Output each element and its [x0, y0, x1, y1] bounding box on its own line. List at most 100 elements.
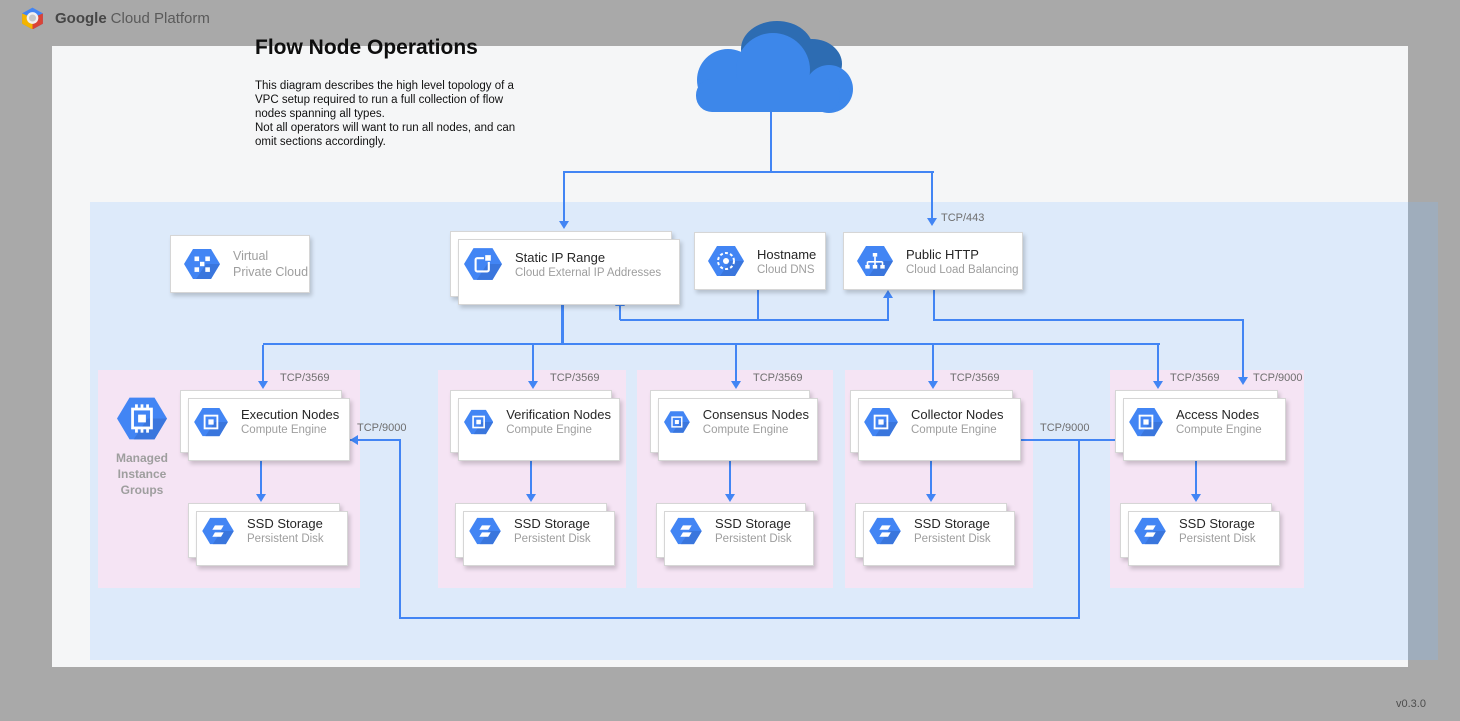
- static-ip-card[interactable]: Static IP Range Cloud External IP Addres…: [450, 231, 680, 305]
- arrowhead: [528, 381, 538, 389]
- arrowhead: [731, 381, 741, 389]
- page-title: Flow Node Operations: [255, 36, 478, 59]
- gcp-logo-icon: [22, 7, 43, 29]
- public-http-subtitle: Cloud Load Balancing: [906, 263, 1019, 276]
- collector-nodes-subtitle: Compute Engine: [911, 424, 997, 436]
- connector-cloud-stem: [770, 112, 772, 172]
- connector-dns-to-http: [887, 297, 889, 320]
- internet-cloud-icon: [696, 21, 853, 113]
- brand-text-rest: Cloud Platform: [110, 9, 210, 27]
- connector-drop-access: [1157, 345, 1159, 382]
- arrowhead: [725, 494, 735, 502]
- mig-label-line3: Groups: [120, 483, 164, 497]
- connector-access-to-collector: [1013, 439, 1115, 441]
- page-description: This diagram describes the high level to…: [255, 80, 516, 148]
- execution-nodes-card[interactable]: Execution Nodes Compute Engine: [180, 390, 350, 461]
- mig-label-line1: Managed: [115, 451, 168, 465]
- consensus-ssd-title: SSD Storage: [715, 516, 791, 531]
- consensus-nodes-subtitle: Compute Engine: [702, 424, 789, 436]
- arrowhead: [928, 381, 938, 389]
- persistent-disk-icon: [469, 517, 501, 544]
- connector-dns-down: [757, 290, 759, 320]
- consensus-ssd-card[interactable]: SSD Storage Persistent Disk: [656, 503, 814, 566]
- collector-nodes-title: Collector Nodes: [911, 407, 1004, 422]
- persistent-disk-icon: [202, 517, 234, 544]
- access-ssd-subtitle: Persistent Disk: [1179, 533, 1256, 545]
- connector-static-to-bus: [561, 297, 564, 345]
- access-ssd-title: SSD Storage: [1179, 516, 1255, 531]
- arrowhead: [1153, 381, 1163, 389]
- connector-consensus-ssd: [729, 453, 731, 495]
- connector-to-execution: [350, 439, 399, 441]
- connector-mid-bus: [263, 343, 1160, 345]
- connector-collector-ssd: [930, 453, 932, 495]
- arrowhead: [1191, 494, 1201, 502]
- vpc-region-clipped-edge: [1408, 202, 1438, 660]
- cloud-dns-icon: [708, 246, 744, 276]
- connector-http-to-access: [933, 319, 1244, 321]
- hostname-card[interactable]: Hostname Cloud DNS: [694, 232, 826, 290]
- connector-http-down: [933, 290, 935, 321]
- arrowhead: [1238, 377, 1248, 385]
- public-http-card[interactable]: Public HTTP Cloud Load Balancing: [843, 232, 1023, 290]
- port-label-tcp9000-mid: TCP/9000: [1040, 422, 1090, 434]
- compute-engine-icon: [664, 410, 690, 433]
- public-http-title: Public HTTP: [906, 246, 979, 262]
- hostname-title: Hostname: [757, 246, 817, 262]
- compute-engine-icon: [864, 407, 898, 436]
- arrowhead: [926, 494, 936, 502]
- connector-drop-collector: [932, 345, 934, 382]
- execution-ssd-title: SSD Storage: [247, 516, 323, 531]
- collector-nodes-card[interactable]: Collector Nodes Compute Engine: [850, 390, 1021, 461]
- arrowhead: [256, 494, 266, 502]
- execution-nodes-subtitle: Compute Engine: [241, 424, 327, 436]
- verification-nodes-title: Verification Nodes: [506, 407, 611, 422]
- port-label: TCP/9000: [1253, 372, 1303, 384]
- verification-ssd-card[interactable]: SSD Storage Persistent Disk: [455, 503, 615, 566]
- static-ip-subtitle: Cloud External IP Addresses: [515, 266, 662, 279]
- execution-ssd-subtitle: Persistent Disk: [247, 533, 324, 545]
- access-nodes-subtitle: Compute Engine: [1176, 424, 1262, 436]
- connector-loop-left: [399, 439, 401, 619]
- verification-nodes-subtitle: Compute Engine: [506, 424, 592, 436]
- collector-ssd-card[interactable]: SSD Storage Persistent Disk: [855, 503, 1015, 566]
- connector-loop-right: [1078, 439, 1080, 619]
- vpc-label-line2: Private Cloud: [233, 265, 309, 279]
- vpc-label-card[interactable]: Virtual Private Cloud: [170, 235, 310, 293]
- hostname-subtitle: Cloud DNS: [757, 263, 815, 276]
- managed-instance-groups-label: Managed Instance Groups: [97, 450, 187, 498]
- consensus-nodes-card[interactable]: Consensus Nodes Compute Engine: [650, 390, 818, 461]
- connector-drop-static-ip: [563, 171, 565, 222]
- arrowhead: [526, 494, 536, 502]
- compute-engine-icon: [1129, 407, 1163, 436]
- access-ssd-card[interactable]: SSD Storage Persistent Disk: [1120, 503, 1280, 566]
- consensus-nodes-title: Consensus Nodes: [702, 407, 809, 422]
- port-label: TCP/3569: [950, 372, 1000, 384]
- arrowhead: [883, 290, 893, 298]
- connector-drop-execution: [262, 345, 264, 382]
- persistent-disk-icon: [869, 517, 901, 544]
- arrowhead: [559, 221, 569, 229]
- connector-http-access-drop: [1242, 319, 1244, 378]
- access-nodes-card[interactable]: Access Nodes Compute Engine: [1115, 390, 1286, 461]
- connector-access-ssd: [1195, 453, 1197, 495]
- arrowhead: [350, 435, 358, 445]
- port-label: TCP/3569: [753, 372, 803, 384]
- port-label-tcp9000-left: TCP/9000: [357, 422, 407, 434]
- execution-nodes-title: Execution Nodes: [241, 407, 340, 422]
- verification-nodes-card[interactable]: Verification Nodes Compute Engine: [450, 390, 620, 461]
- compute-engine-icon: [464, 409, 494, 434]
- collector-ssd-title: SSD Storage: [914, 516, 990, 531]
- connector-loop-bottom: [399, 617, 1080, 619]
- port-label: TCP/3569: [280, 372, 330, 384]
- execution-ssd-card[interactable]: SSD Storage Persistent Disk: [188, 503, 348, 566]
- connector-drop-consensus: [735, 345, 737, 382]
- connector-execution-ssd: [260, 453, 262, 495]
- access-nodes-title: Access Nodes: [1176, 407, 1260, 422]
- persistent-disk-icon: [670, 517, 702, 544]
- connector-dns-to-static: [619, 305, 621, 320]
- connector-verification-ssd: [530, 453, 532, 495]
- connector-top-bus: [563, 171, 934, 173]
